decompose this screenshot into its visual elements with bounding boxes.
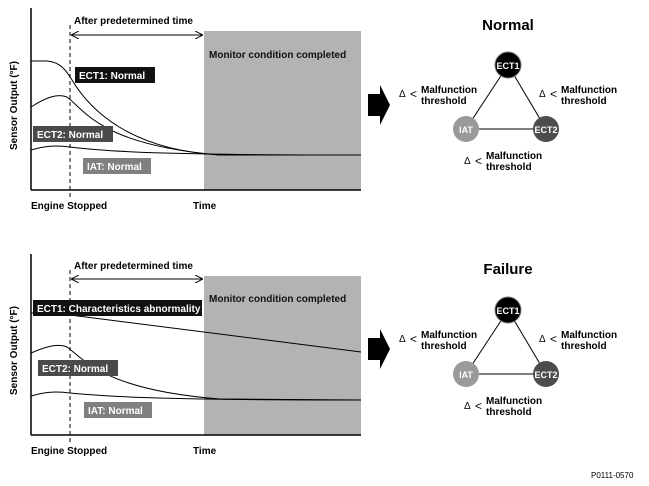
iat-node-label: IAT — [459, 370, 473, 380]
threshold-right-line1: Malfunction — [561, 330, 617, 341]
less-than-icon: < — [475, 154, 482, 168]
threshold-bottom-line2: threshold — [486, 407, 532, 418]
time-label: Time — [193, 446, 217, 457]
ect1-node-label: ECT1 — [496, 306, 519, 316]
big-arrow-icon — [368, 85, 390, 125]
delta-icon: Δ — [399, 89, 406, 100]
delta-icon: Δ — [399, 334, 406, 345]
less-than-icon: < — [550, 332, 557, 346]
ect1-label: ECT1: Characteristics abnormality — [37, 304, 201, 315]
panel-normal: Monitor condition completed Sensor Outpu… — [9, 8, 617, 212]
threshold-left-line1: Malfunction — [421, 330, 477, 341]
predetermined-time-label: After predetermined time — [74, 16, 193, 27]
threshold-left-line2: threshold — [421, 341, 467, 352]
monitor-band — [204, 31, 361, 190]
big-arrow-icon — [368, 329, 390, 369]
threshold-right-line2: threshold — [561, 341, 607, 352]
ect2-label-box — [38, 360, 118, 376]
iat-node — [453, 361, 479, 387]
threshold-bottom-line1: Malfunction — [486, 151, 542, 162]
engine-stopped-label: Engine Stopped — [31, 201, 107, 212]
ect1-node — [494, 296, 522, 324]
ect2-node-label: ECT2 — [534, 125, 557, 135]
ect2-curve — [30, 95, 361, 156]
ect2-node — [533, 116, 559, 142]
ect1-node-label: ECT1 — [496, 61, 519, 71]
less-than-icon: < — [410, 87, 417, 101]
y-axis-label: Sensor Output (°F) — [9, 61, 20, 150]
less-than-icon: < — [550, 87, 557, 101]
delta-icon: Δ — [539, 334, 546, 345]
iat-curve — [30, 391, 362, 401]
less-than-icon: < — [410, 332, 417, 346]
ect2-label: ECT2: Normal — [37, 130, 103, 141]
threshold-right-line1: Malfunction — [561, 85, 617, 96]
state-title: Failure — [483, 261, 532, 278]
monitor-condition-label: Monitor condition completed — [209, 294, 346, 305]
ect2-curve — [30, 344, 362, 401]
engine-stopped-label: Engine Stopped — [31, 446, 107, 457]
iat-node — [453, 116, 479, 142]
y-axis-label: Sensor Output (°F) — [9, 306, 20, 395]
ect1-label-box — [75, 67, 155, 83]
ect1-label-box — [33, 300, 202, 316]
threshold-bottom-line1: Malfunction — [486, 396, 542, 407]
threshold-bottom-line2: threshold — [486, 162, 532, 173]
iat-label-box — [83, 158, 151, 174]
iat-label: IAT: Normal — [88, 406, 143, 417]
state-title: Normal — [482, 17, 534, 34]
delta-icon: Δ — [464, 156, 471, 167]
threshold-right-line2: threshold — [561, 96, 607, 107]
iat-curve — [30, 145, 362, 156]
ect2-label: ECT2: Normal — [42, 364, 108, 375]
less-than-icon: < — [475, 399, 482, 413]
threshold-left-line1: Malfunction — [421, 85, 477, 96]
ect2-node — [533, 361, 559, 387]
panel-failure: Monitor condition completed Sensor Outpu… — [9, 254, 617, 457]
delta-icon: Δ — [539, 89, 546, 100]
ect2-node-label: ECT2 — [534, 370, 557, 380]
ect1-curve — [31, 60, 361, 156]
threshold-left-line2: threshold — [421, 96, 467, 107]
monitor-band — [204, 276, 361, 435]
ect1-node — [494, 51, 522, 79]
ect1-label: ECT1: Normal — [79, 71, 145, 82]
delta-icon: Δ — [464, 401, 471, 412]
iat-label-box — [84, 402, 152, 418]
figure-code: P0111-0570 — [591, 471, 634, 480]
iat-label: IAT: Normal — [87, 162, 142, 173]
iat-node-label: IAT — [459, 125, 473, 135]
ect2-label-box — [33, 126, 113, 142]
monitor-condition-label: Monitor condition completed — [209, 50, 346, 61]
predetermined-time-label: After predetermined time — [74, 261, 193, 272]
time-label: Time — [193, 201, 217, 212]
